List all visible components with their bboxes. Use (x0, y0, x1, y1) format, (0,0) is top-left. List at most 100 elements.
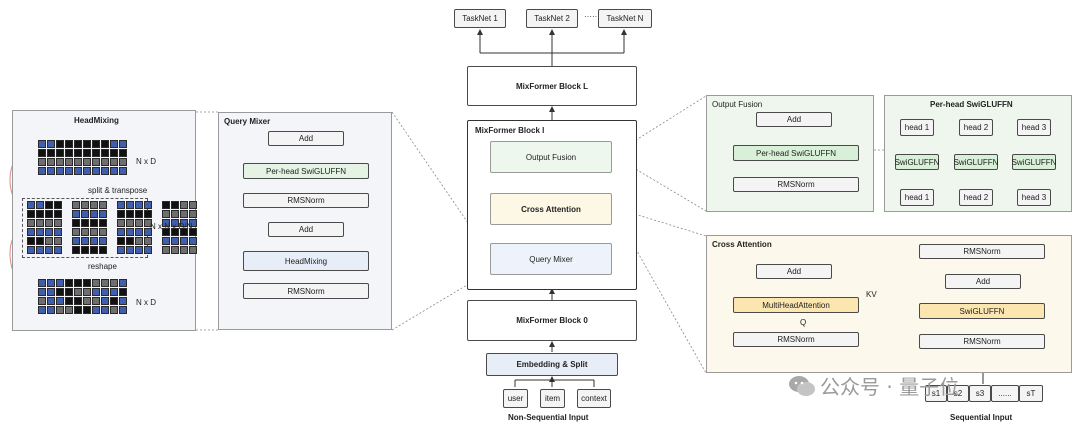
matrix-cell (54, 237, 62, 245)
matrix-cell (36, 219, 44, 227)
ca-multiheadattention: MultiHeadAttention (733, 297, 859, 313)
ca-rmsnorm-right-top: RMSNorm (919, 244, 1045, 259)
ph-head-2-top: head 2 (959, 119, 993, 136)
matrix-cell (72, 201, 80, 209)
matrix-cell (162, 219, 170, 227)
matrix-cell (110, 297, 118, 305)
matrix-cell (81, 219, 89, 227)
matrix-cell (45, 201, 53, 209)
output-fusion-title: Output Fusion (712, 100, 763, 109)
matrix-cell (54, 219, 62, 227)
matrix-cell (56, 140, 64, 148)
matrix-cell (45, 237, 53, 245)
headmixing-grid-bottom (38, 275, 134, 323)
matrix-cell (47, 279, 55, 287)
matrix-cell (81, 228, 89, 236)
matrix-cell (180, 210, 188, 218)
matrix-cell (45, 219, 53, 227)
matrix-cell (83, 167, 91, 175)
matrix-cell (38, 297, 46, 305)
matrix-cell (72, 228, 80, 236)
seq-token-s1: s1 (925, 385, 947, 402)
ca-rmsnorm-right-bottom: RMSNorm (919, 334, 1045, 349)
matrix-cell (47, 158, 55, 166)
matrix-cell (36, 246, 44, 254)
nxnxdn-label: N x N x D/N (150, 222, 193, 231)
matrix-cell (74, 140, 82, 148)
matrix-cell (92, 288, 100, 296)
ca-add-right: Add (945, 274, 1021, 289)
matrix-cell (27, 237, 35, 245)
matrix-cell (99, 246, 107, 254)
matrix-cell (81, 210, 89, 218)
query-mixer-title: Query Mixer (224, 117, 271, 126)
ca-add-left: Add (756, 264, 832, 279)
matrix-cell (144, 228, 152, 236)
matrix-cell (38, 279, 46, 287)
matrix-cell (171, 246, 179, 254)
split-transpose-label: split & transpose (88, 186, 148, 195)
matrix-cell (162, 201, 170, 209)
of-rmsnorm: RMSNorm (733, 177, 859, 192)
matrix-cell (90, 246, 98, 254)
tasknet-ellipsis: ······· (584, 12, 603, 21)
qm-add-bottom: Add (268, 222, 344, 237)
wechat-logo-icon (788, 374, 816, 398)
matrix-cell (135, 201, 143, 209)
matrix-cell (180, 246, 188, 254)
cross-attention-node: Cross Attention (490, 193, 612, 225)
of-per-head-swigluffn: Per-head SwiGLUFFN (733, 145, 859, 161)
matrix-cell (74, 167, 82, 175)
matrix-cell (72, 210, 80, 218)
matrix-cell (27, 246, 35, 254)
matrix-cell (38, 306, 46, 314)
qm-rmsnorm-bottom: RMSNorm (243, 283, 369, 299)
matrix-cell (119, 158, 127, 166)
matrix-cell (47, 167, 55, 175)
input-context: context (577, 389, 611, 408)
mixformer-block-0: MixFormer Block 0 (467, 300, 637, 341)
matrix-cell (126, 201, 134, 209)
matrix-cell (110, 140, 118, 148)
matrix-cell (119, 279, 127, 287)
ph-head-2-bottom: head 2 (959, 189, 993, 206)
matrix-cell (180, 228, 188, 236)
matrix-cell (56, 167, 64, 175)
matrix-cell (36, 201, 44, 209)
seq-token-s3: s3 (969, 385, 991, 402)
matrix-cell (56, 279, 64, 287)
matrix-cell (90, 210, 98, 218)
matrix-cell (81, 246, 89, 254)
matrix-cell (72, 237, 80, 245)
matrix-cell (110, 158, 118, 166)
ph-swigluffn-3: SwiGLUFFN (1012, 154, 1056, 170)
matrix-cell (65, 279, 73, 287)
matrix-cell (74, 158, 82, 166)
matrix-cell (162, 228, 170, 236)
matrix-cell (135, 219, 143, 227)
matrix-cell (65, 288, 73, 296)
matrix-cell (110, 149, 118, 157)
matrix-cell (56, 297, 64, 305)
non-sequential-input-label: Non-Sequential Input (508, 413, 589, 422)
matrix-cell (135, 237, 143, 245)
matrix-cell (65, 306, 73, 314)
matrix-cell (189, 210, 197, 218)
input-item: item (540, 389, 565, 408)
matrix-cell (74, 279, 82, 287)
matrix-cell (101, 288, 109, 296)
matrix-cell (101, 140, 109, 148)
matrix-cell (47, 306, 55, 314)
matrix-cell (110, 306, 118, 314)
matrix-cell (171, 210, 179, 218)
matrix-cell (92, 306, 100, 314)
matrix-cell (99, 219, 107, 227)
ph-swigluffn-2: SwiGLUFFN (954, 154, 998, 170)
matrix-cell (83, 158, 91, 166)
matrix-cell (83, 306, 91, 314)
matrix-cell (101, 297, 109, 305)
ca-rmsnorm-left: RMSNorm (733, 332, 859, 347)
matrix-cell (92, 167, 100, 175)
matrix-cell (90, 228, 98, 236)
matrix-cell (117, 246, 125, 254)
